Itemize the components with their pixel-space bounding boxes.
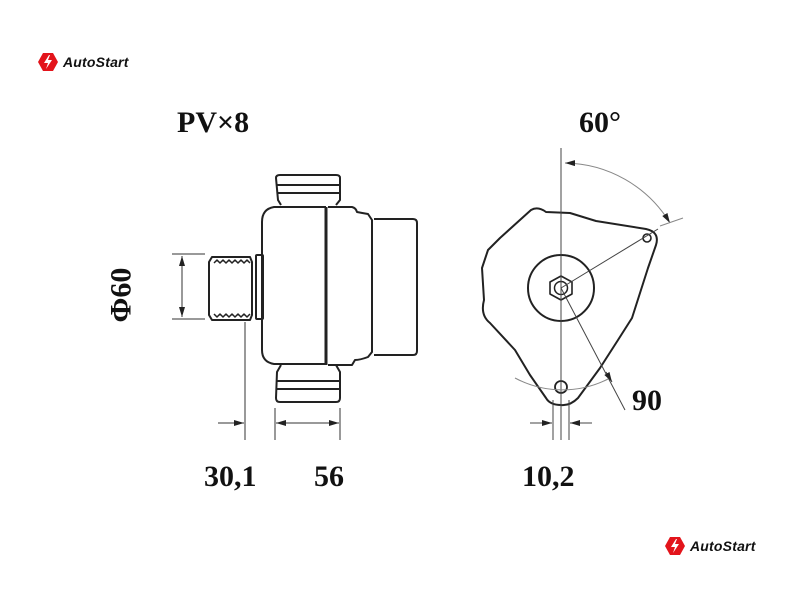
pulley — [208, 256, 253, 321]
rear-housing — [328, 206, 373, 366]
front-view — [481, 207, 658, 407]
side-view — [208, 174, 418, 403]
brand-logo-bottom: AutoStart — [664, 536, 756, 556]
autostart-logo-icon — [38, 53, 58, 71]
top-mount-ear — [275, 174, 341, 206]
diameter-label: Φ60 — [104, 267, 138, 323]
rear-housing-outline — [481, 207, 658, 407]
dim-pulley-offset-label: 30,1 — [204, 460, 257, 493]
angle-label: 60° — [579, 106, 621, 139]
brand-name: AutoStart — [690, 538, 756, 554]
dim-mount-width-label: 56 — [314, 460, 344, 493]
pulley-type-label: PV×8 — [177, 106, 250, 139]
front-housing — [261, 206, 326, 365]
bottom-mount-ear — [275, 364, 341, 403]
rear-cap — [374, 218, 418, 356]
autostart-logo-icon — [665, 537, 685, 555]
dim-hole-width-label: 10,2 — [522, 460, 575, 493]
pulley-flange — [255, 254, 264, 320]
front-dimensions — [514, 148, 684, 440]
brand-logo-top: AutoStart — [37, 52, 129, 72]
brand-name: AutoStart — [63, 54, 129, 70]
dim-radius-label: 90 — [632, 384, 662, 417]
side-dimensions — [172, 253, 341, 440]
